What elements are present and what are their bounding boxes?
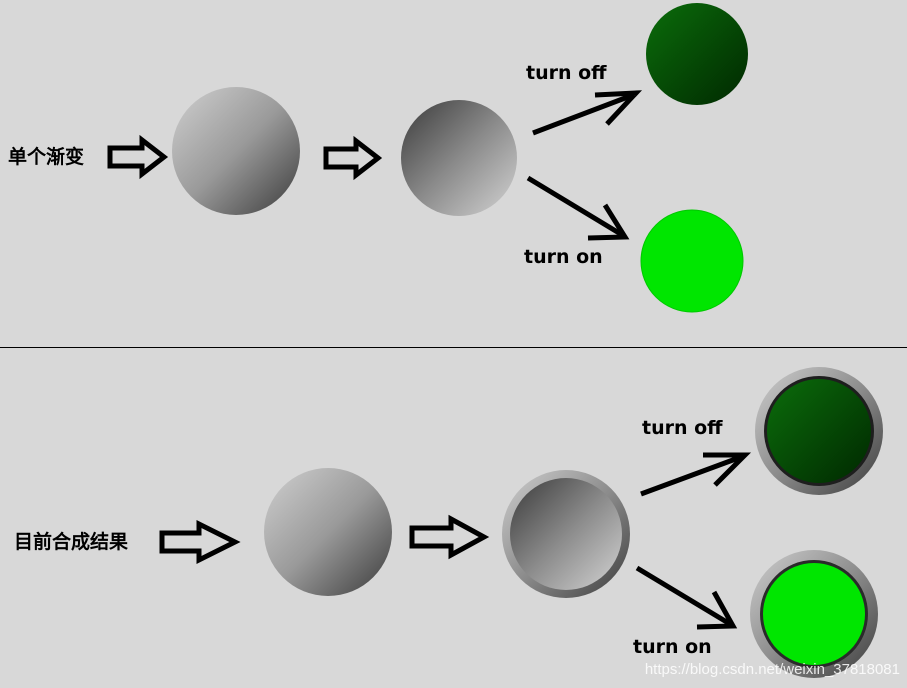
turn-on-label: turn on [524, 246, 603, 268]
on-light [640, 209, 744, 313]
top-section-label: 单个渐变 [8, 145, 84, 168]
bottom-section: 目前合成结果 turn off turn on [14, 367, 883, 678]
hollow-arrow-icon [323, 135, 383, 181]
turn-off-label: turn off [526, 62, 607, 84]
on-button-light [750, 550, 878, 678]
top-section: 单个渐变 turn off turn on [8, 3, 748, 313]
watermark-text: https://blog.csdn.net/weixin_37818081 [645, 661, 900, 678]
hollow-arrow-icon [159, 519, 241, 565]
arrow-to-off-icon [532, 90, 643, 136]
turn-off-label: turn off [642, 417, 723, 439]
off-button-light [755, 367, 883, 495]
hollow-arrow-icon [409, 514, 490, 560]
reversed-gradient-sphere [401, 100, 517, 216]
gradient-sphere [172, 87, 300, 215]
arrow-to-off-icon [640, 452, 752, 497]
bottom-section-label: 目前合成结果 [14, 530, 128, 553]
gradient-sphere [264, 468, 392, 596]
hollow-arrow-icon [107, 134, 169, 180]
composed-sphere [502, 470, 630, 598]
arrow-to-on-icon [635, 565, 738, 630]
off-light [646, 3, 748, 105]
arrow-to-on-icon [526, 175, 630, 241]
turn-on-label: turn on [633, 636, 712, 658]
